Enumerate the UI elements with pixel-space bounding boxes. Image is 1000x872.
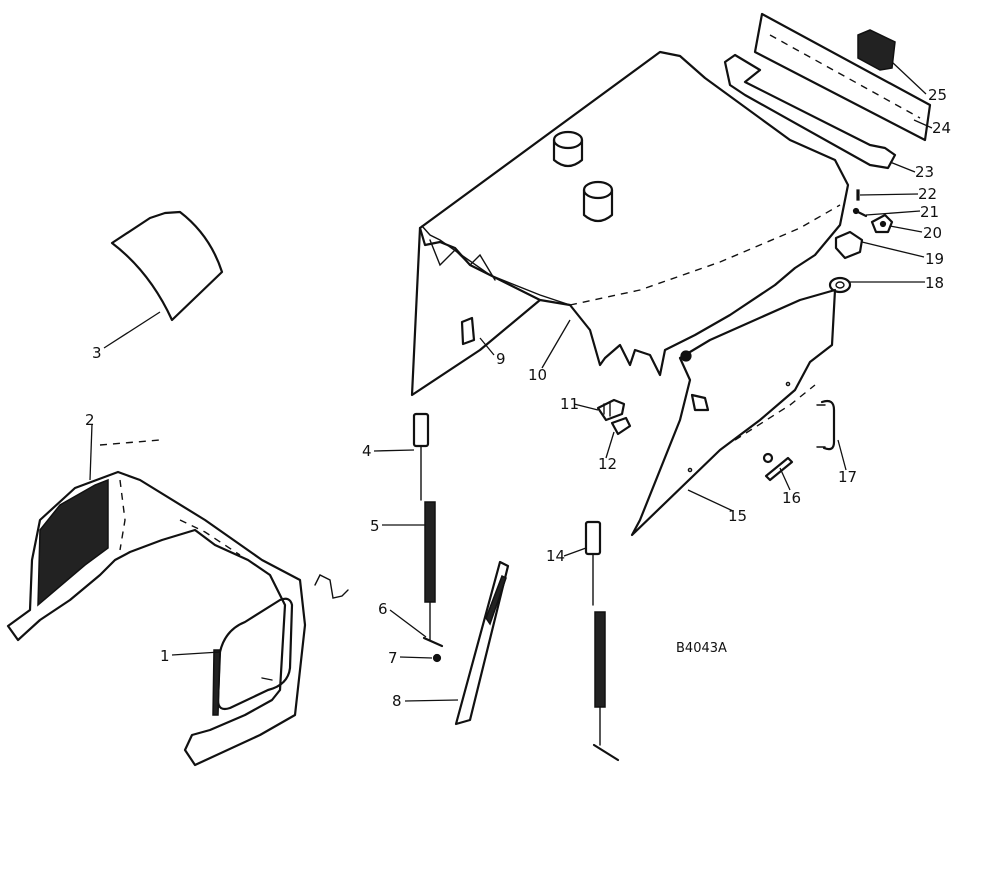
callout-22: 22: [918, 185, 937, 203]
part-18-knob: [828, 276, 852, 294]
part-1-side-window: [212, 597, 294, 716]
callout-1: 1: [160, 647, 170, 665]
callout-2: 2: [85, 411, 95, 429]
part-15-right-panel: [630, 288, 837, 537]
callout-15: 15: [728, 507, 747, 525]
part-10-hood: [418, 50, 850, 377]
part-11-latch: [596, 398, 626, 422]
callout-3: 3: [92, 344, 102, 362]
part-20-clip: [870, 213, 894, 234]
callout-16: 16: [782, 489, 801, 507]
part-14-strut: [584, 520, 620, 762]
part-6-strut-rod: [422, 601, 444, 648]
callout-11: 11: [560, 395, 579, 413]
part-3-curved-panel: [110, 210, 224, 322]
callout-17: 17: [838, 468, 857, 486]
callout-20: 20: [923, 224, 942, 242]
callout-19: 19: [925, 250, 944, 268]
part-2-rear-window: [37, 478, 109, 607]
callout-14: 14: [546, 547, 565, 565]
callout-8: 8: [392, 692, 402, 710]
leader-lines: [89, 61, 933, 702]
part-17-handle: [816, 399, 836, 451]
callout-18: 18: [925, 274, 944, 292]
part-22-pin: [856, 189, 860, 201]
side-shroud: [6, 439, 349, 767]
part-9-left-panel: [410, 226, 542, 397]
part-12-bracket: [610, 416, 632, 436]
callout-6: 6: [378, 600, 388, 618]
part-16-handle-base: [762, 452, 794, 482]
callout-4: 4: [362, 442, 372, 460]
callout-25: 25: [928, 86, 947, 104]
callout-7: 7: [388, 649, 398, 667]
part-25-clip: [857, 29, 896, 71]
drawing-reference: B4043A: [676, 641, 727, 656]
part-4-strut-end: [412, 412, 430, 448]
callout-9: 9: [496, 350, 506, 368]
part-23-bracket: [723, 53, 897, 170]
part-24-plate: [753, 12, 932, 142]
part-7-nut: [432, 653, 442, 663]
part-21-screw: [852, 207, 868, 218]
callout-21: 21: [920, 203, 939, 221]
callout-5: 5: [370, 517, 380, 535]
callout-labels: 1 2 3 4 5 6 7 8 9 10 11 12 14 15 16 17 1…: [85, 86, 951, 710]
part-19-block: [834, 230, 864, 260]
callout-10: 10: [528, 366, 547, 384]
part-5-strut-body: [420, 445, 436, 603]
callout-12: 12: [598, 455, 617, 473]
callout-24: 24: [932, 119, 951, 137]
part-8-stay-bar: [454, 560, 510, 726]
callout-23: 23: [915, 163, 934, 181]
